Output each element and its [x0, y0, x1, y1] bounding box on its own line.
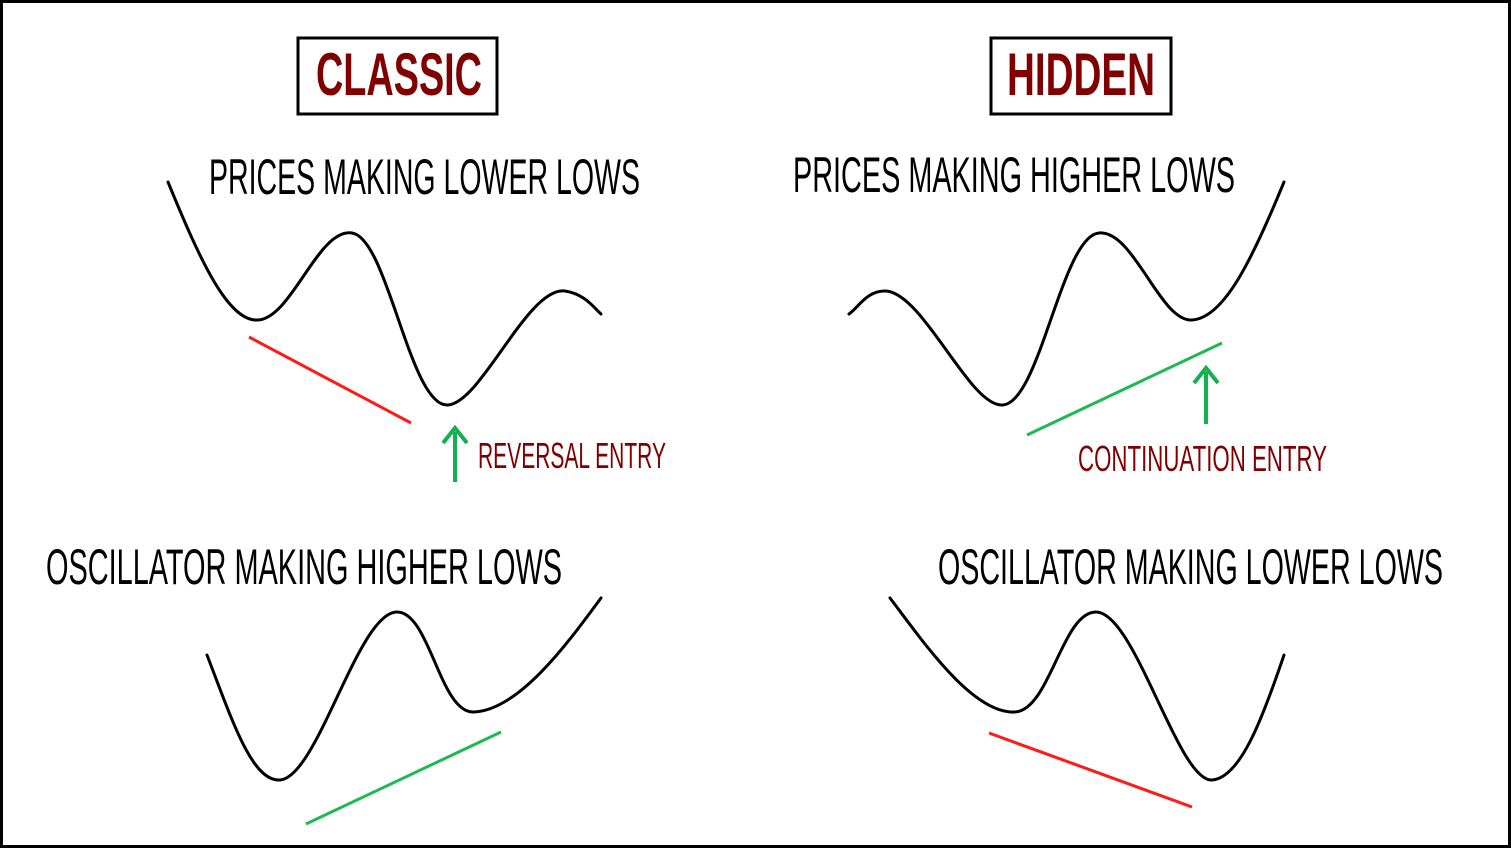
classic-title: CLASSIC: [316, 41, 482, 108]
hidden-section: HIDDEN PRICES MAKING HIGHER LOWS CONTINU…: [793, 36, 1443, 809]
classic-price-label: PRICES MAKING LOWER LOWS: [209, 149, 640, 205]
classic-oscillator-label: OSCILLATOR MAKING HIGHER LOWS: [46, 539, 562, 595]
hidden-price-label: PRICES MAKING HIGHER LOWS: [793, 147, 1235, 203]
hidden-oscillator-curve: [888, 596, 1286, 782]
classic-oscillator-curve: [205, 596, 603, 782]
classic-price-lower-lows-line: [248, 335, 412, 425]
hidden-entry-label: CONTINUATION ENTRY: [1078, 438, 1327, 479]
classic-title-box: [296, 36, 499, 116]
hidden-price-curve: [847, 180, 1286, 407]
classic-entry-arrow-icon: [441, 424, 469, 482]
classic-entry-label: REVERSAL ENTRY: [478, 435, 666, 476]
hidden-price-higher-lows-line: [1026, 341, 1223, 437]
hidden-entry-arrow-icon: [1192, 364, 1220, 424]
hidden-oscillator-lower-lows-line: [988, 731, 1193, 809]
hidden-oscillator-label: OSCILLATOR MAKING LOWER LOWS: [938, 539, 1443, 595]
classic-price-curve: [166, 180, 603, 407]
hidden-title: HIDDEN: [1007, 41, 1155, 108]
hidden-title-box: [989, 36, 1173, 116]
classic-section: CLASSIC PRICES MAKING LOWER LOWS REVERSA…: [46, 36, 666, 826]
classic-oscillator-higher-lows-line: [305, 730, 502, 826]
